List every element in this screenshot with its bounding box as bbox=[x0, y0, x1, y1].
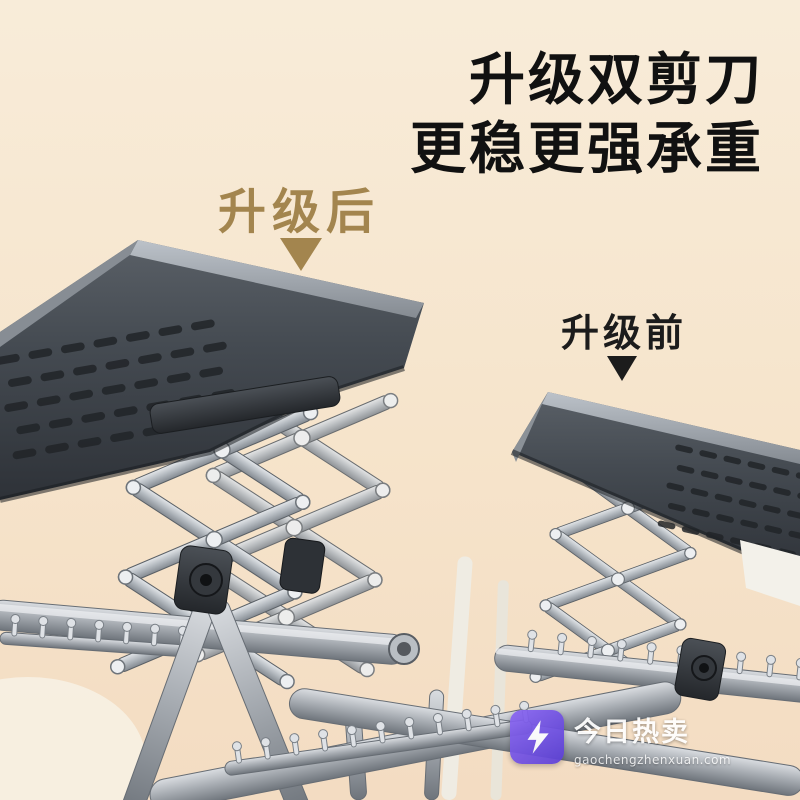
hot-sale-watermark: 今日热卖 gaochengzhenxuan.com bbox=[510, 710, 731, 767]
before-arrow-down-icon bbox=[607, 356, 637, 381]
rack-before-panel bbox=[510, 392, 800, 606]
watermark-text: 今日热卖 gaochengzhenxuan.com bbox=[574, 710, 731, 767]
lightning-icon bbox=[510, 710, 564, 764]
front-clamp bbox=[173, 545, 233, 615]
rack-after-panel bbox=[0, 240, 424, 503]
watermark-subtitle: gaochengzhenxuan.com bbox=[574, 753, 732, 767]
watermark-title: 今日热卖 bbox=[574, 717, 690, 748]
right-clamp bbox=[674, 637, 727, 701]
before-upgrade-label: 升级前 bbox=[561, 311, 688, 355]
headline-line2: 更稳更强承重 bbox=[410, 117, 764, 183]
headline: 升级双剪刀 更稳更强承重 bbox=[410, 46, 764, 185]
back-clamp bbox=[279, 537, 326, 594]
after-upgrade-label: 升级后 bbox=[218, 184, 381, 240]
headline-line1: 升级双剪刀 bbox=[469, 48, 764, 113]
after-arrow-down-icon bbox=[280, 238, 322, 271]
